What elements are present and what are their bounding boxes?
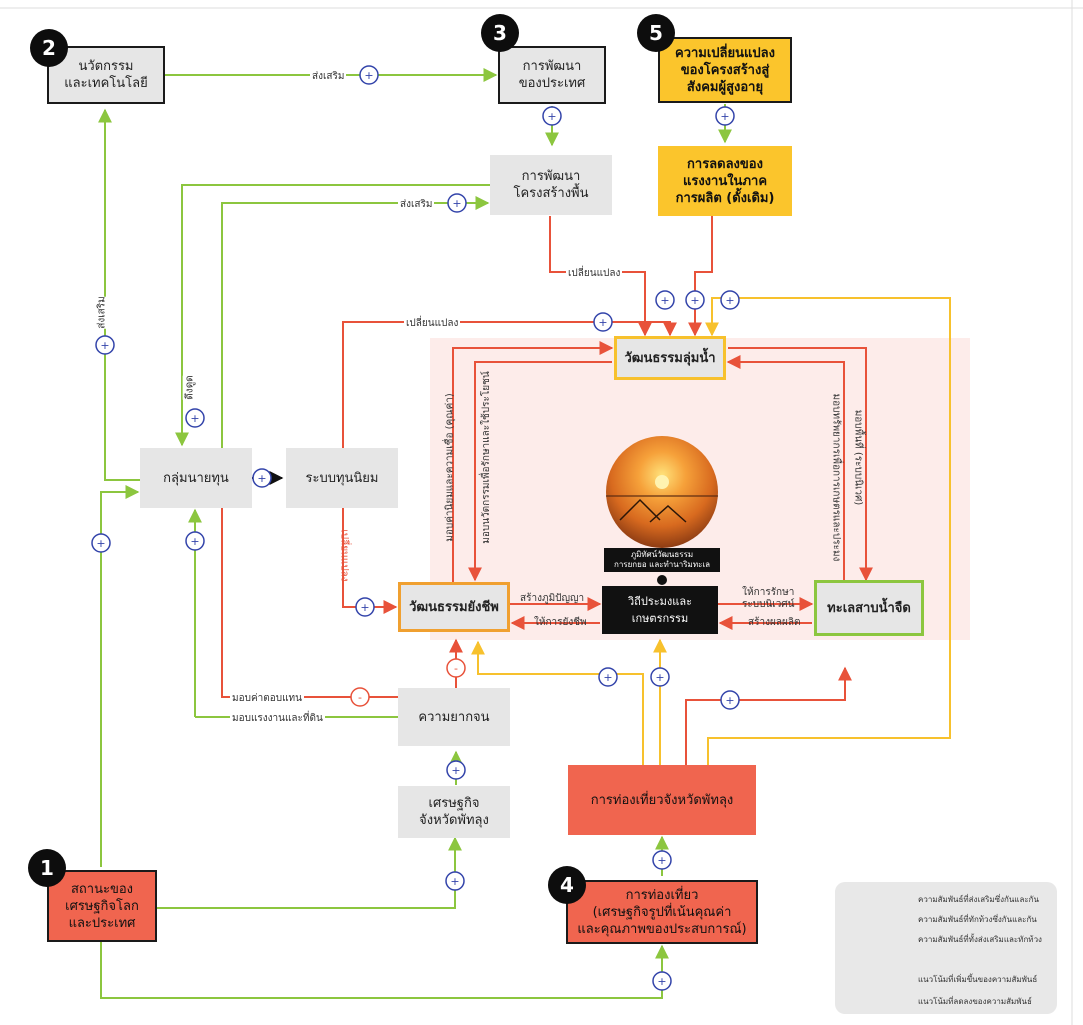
label-promote-1: ส่งเสริม <box>310 69 347 84</box>
node-basin-culture: วัฒนธรรมลุ่มน้ำ <box>614 336 726 380</box>
svg-text:+: + <box>257 472 266 485</box>
label-give-resources: มอบทรัพยากรเพื่อการเกษตรและประมง <box>830 393 842 562</box>
label-give-labor: มอบแรงงานและที่ดิน <box>230 711 325 726</box>
node-aging-society: ความเปลี่ยนแปลง ของโครงสร้างสู่ สังคมผู้… <box>658 37 792 103</box>
photo-caption: ภูมิทัศน์วัฒนธรรม การยกยอ และทำนาริมทะเล <box>604 548 720 572</box>
legend-item-conflict: ความสัมพันธ์ที่ทักท้วงซึ่งกันและกัน <box>918 915 1037 924</box>
photo-pin <box>657 575 667 585</box>
fishing-landscape-photo <box>606 436 718 548</box>
plus-icon: + <box>720 290 740 310</box>
plus-icon: + <box>720 690 740 710</box>
plus-icon: + <box>359 65 379 85</box>
svg-text:+: + <box>690 294 699 307</box>
badge-3: 3 <box>481 14 519 52</box>
plus-icon: + <box>446 760 466 780</box>
legend <box>835 882 1057 1014</box>
badge-1: 1 <box>28 849 66 887</box>
label-wisdom: สร้างภูมิปัญญา <box>520 593 585 604</box>
badge-4: 4 <box>548 866 586 904</box>
label-values: มอบค่านิยมและความเชื่อ (คุณค่า) <box>444 393 456 542</box>
badge-5: 5 <box>637 14 675 52</box>
plus-icon: + <box>252 468 272 488</box>
badge-2: 2 <box>30 29 68 67</box>
svg-text:+: + <box>190 412 199 425</box>
svg-text:+: + <box>660 294 669 307</box>
plus-icon: + <box>652 971 672 991</box>
node-livelihood-culture: วัฒนธรรมยังชีพ <box>398 582 510 632</box>
plus-icon: + <box>91 533 111 553</box>
minus-icon: - <box>350 687 370 707</box>
legend-item-both: ความสัมพันธ์ที่ทั้งส่งเสริมและทักท้วง <box>918 935 1042 944</box>
node-fishing-agriculture: วิถีประมงและเกษตรกรรม <box>602 586 718 634</box>
legend-minus-label: แนวโน้มที่ลดลงของความสัมพันธ์ <box>918 997 1032 1006</box>
node-poverty: ความยากจน <box>398 688 510 746</box>
plus-icon: + <box>355 597 375 617</box>
svg-text:+: + <box>657 854 666 867</box>
label-change-2: เปลี่ยนแปลง <box>404 316 461 331</box>
plus-icon: + <box>542 106 562 126</box>
node-labor-decline: การลดลงของ แรงงานในภาค การผลิต (ดั้งเดิม… <box>658 146 792 216</box>
legend-plus-label: แนวโน้มที่เพิ่มขึ้นของความสัมพันธ์ <box>918 975 1038 984</box>
plus-icon: + <box>598 667 618 687</box>
node-phatthalung-economy: เศรษฐกิจ จังหวัดพัทลุง <box>398 786 510 838</box>
svg-text:+: + <box>655 671 664 684</box>
node-value-tourism: การท่องเที่ยว (เศรษฐกิจรูปที่เน้นคุณค่า … <box>566 880 758 944</box>
svg-text:+: + <box>452 197 461 210</box>
svg-text:+: + <box>364 69 373 82</box>
plus-icon: + <box>95 335 115 355</box>
minus-icon: - <box>446 658 466 678</box>
label-attract: ดึงดูด <box>182 375 198 400</box>
plus-icon: + <box>655 290 675 310</box>
label-reward: มอบค่าตอบแทน <box>230 691 304 706</box>
svg-text:+: + <box>657 975 666 988</box>
plus-icon: + <box>650 667 670 687</box>
label-change-3: เปลี่ยนแปลง <box>338 529 350 582</box>
svg-text:-: - <box>358 691 362 704</box>
svg-text:+: + <box>725 294 734 307</box>
svg-text:+: + <box>96 537 105 550</box>
plus-icon: + <box>185 531 205 551</box>
svg-text:+: + <box>598 316 607 329</box>
svg-text:+: + <box>547 110 556 123</box>
label-livelihood: ให้การยังชีพ <box>534 617 587 628</box>
plus-icon: + <box>185 408 205 428</box>
legend-item-promote: ความสัมพันธ์ที่ส่งเสริมซึ่งกันและกัน <box>918 895 1039 904</box>
label-produce: สร้างผลผลิต <box>748 617 801 628</box>
node-capitalists: กลุ่มนายทุน <box>140 448 252 508</box>
label-conserve: ให้การรักษา ระบบนิเวศน์ <box>742 587 795 610</box>
svg-text:-: - <box>454 662 458 675</box>
plus-icon: + <box>715 106 735 126</box>
svg-text:+: + <box>725 694 734 707</box>
plus-icon: + <box>652 850 672 870</box>
svg-text:+: + <box>360 601 369 614</box>
node-country-development: การพัฒนา ของประเทศ <box>498 46 606 104</box>
node-phatthalung-tourism: การท่องเที่ยวจังหวัดพัทลุง <box>568 765 756 835</box>
svg-text:+: + <box>720 110 729 123</box>
svg-text:+: + <box>190 535 199 548</box>
label-promote-3: ส่งเสริม <box>94 296 110 329</box>
node-innovation: นวัตกรรม และเทคโนโลยี <box>47 46 165 104</box>
label-ritual: มอบนวัตกรรมเพื่อรักษาและใช้ประโยชน์ <box>480 371 492 544</box>
node-freshwater-lake: ทะเลสาบน้ำจืด <box>814 580 924 636</box>
plus-icon: + <box>447 193 467 213</box>
svg-text:+: + <box>100 339 109 352</box>
plus-icon: + <box>593 312 613 332</box>
node-capitalism: ระบบทุนนิยม <box>286 448 398 508</box>
plus-icon: + <box>445 871 465 891</box>
label-give-space: มอบพื้นที่ (ระบบนิเวศ) <box>852 409 864 506</box>
svg-text:+: + <box>451 764 460 777</box>
node-infrastructure: การพัฒนา โครงสร้างพื้น <box>490 155 612 215</box>
label-change-1: เปลี่ยนแปลง <box>566 266 623 281</box>
svg-text:+: + <box>603 671 612 684</box>
node-world-economy: สถานะของ เศรษฐกิจโลก และประเทศ <box>47 870 157 942</box>
plus-icon: + <box>685 290 705 310</box>
svg-text:+: + <box>450 875 459 888</box>
label-promote-2: ส่งเสริม <box>398 197 435 212</box>
